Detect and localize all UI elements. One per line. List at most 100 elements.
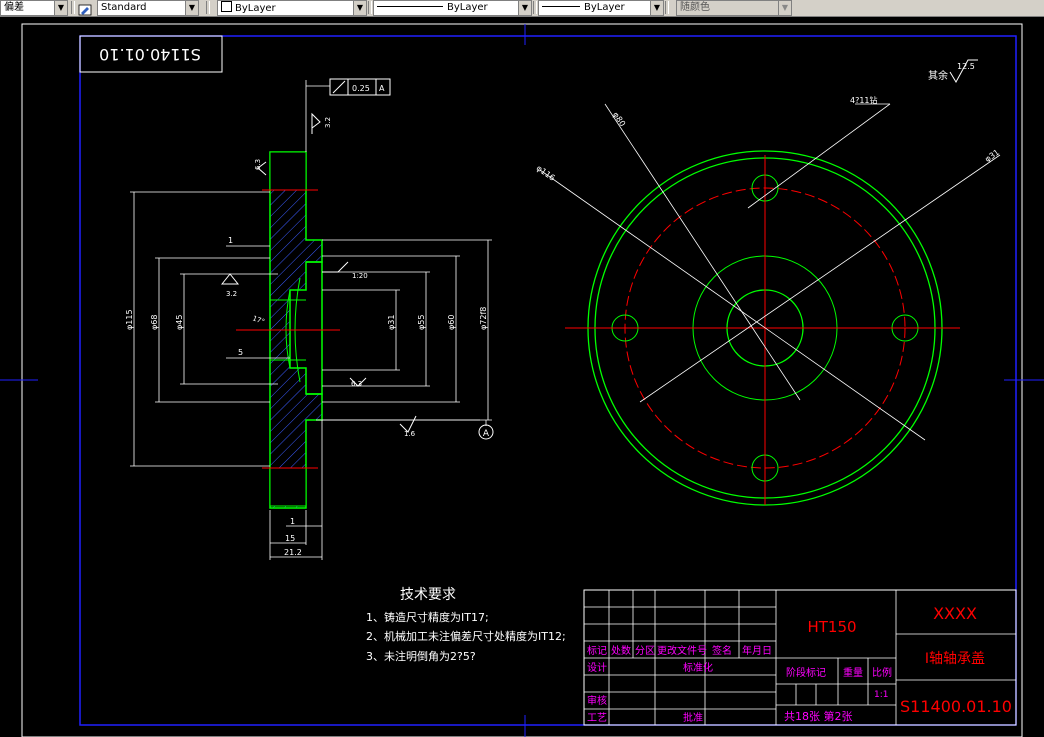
datum-circle [478, 424, 494, 440]
dim-d115: φ115 [125, 309, 134, 330]
front-view[interactable]: φ80 φ116 4?11钻 φ31 [535, 95, 1002, 506]
header-sign: 签名 [712, 644, 732, 657]
tech-req-item: 1、铸造尺寸精度为IT17; [366, 610, 489, 624]
dim-5: 5 [238, 348, 243, 357]
dim-d72: φ72f8 [479, 307, 488, 330]
bolt-hole-top [269, 151, 307, 191]
drawing-no-label: S11400.01.10 [900, 697, 1012, 716]
roughness-rest-value: 12.5 [957, 62, 975, 71]
scale-label: 比例 [872, 666, 892, 679]
dim-1-top: 1 [228, 236, 233, 245]
process-label: 工艺 [587, 712, 607, 724]
approve-label: 批准 [683, 711, 703, 724]
header-change-doc: 更改文件号 [657, 644, 707, 657]
dim-d60: φ60 [447, 315, 456, 330]
header-zone: 分区 [635, 645, 655, 657]
properties-toolbar: 偏差 ▼ Standard ▼ ByLayer ▼ ByLayer ▼ ByLayer ▼… [0, 0, 1044, 17]
part-name-label: I轴轴承盖 [925, 651, 985, 667]
color-value: ByLayer [235, 3, 276, 14]
linetype-preview [377, 6, 443, 7]
lineweight-value: ByLayer [584, 2, 625, 13]
text-style-value: Standard [101, 2, 147, 13]
dim-21: 21.2 [284, 548, 302, 557]
roughness-inner-value: 6.3 [351, 380, 362, 388]
drawing-frame [79, 35, 1017, 726]
section-view[interactable]: 0.25 A A 3.2 6.3 3.2 6.3 1.6 φ115 φ68 φ4… [125, 78, 494, 560]
dim-holes: 4?11钻 [850, 95, 878, 105]
tech-req-item: 3、未注明倒角为2?5? [366, 649, 476, 663]
dim-taper: 1:20 [352, 272, 368, 280]
toolbar-divider [71, 1, 75, 14]
dim-d31: φ31 [387, 315, 396, 330]
roughness-top-value: 3.2 [324, 117, 332, 128]
material-label: HT150 [807, 618, 856, 636]
tech-req-item: 2、机械加工未注偏差尺寸处精度为IT12; [366, 629, 566, 643]
dim-angle: 17° [251, 314, 265, 326]
text-style-icon[interactable] [78, 1, 92, 16]
dim-d45: φ45 [175, 315, 184, 330]
chevron-down-icon[interactable]: ▼ [650, 1, 663, 15]
toolbar-divider [665, 1, 669, 14]
tolerance-datum: A [379, 84, 385, 93]
dim-15: 15 [285, 534, 295, 543]
chevron-down-icon[interactable]: ▼ [518, 1, 531, 15]
plot-style-combo[interactable]: 随颜色 ▼ [676, 0, 792, 16]
technical-requirements: 技术要求 1、铸造尺寸精度为IT17; 2、机械加工未注偏差尺寸处精度为IT12… [366, 587, 566, 663]
lineweight-combo[interactable]: ByLayer ▼ [538, 0, 664, 16]
chevron-down-icon[interactable]: ▼ [54, 1, 67, 15]
dim-d55: φ55 [417, 315, 426, 330]
color-swatch-icon [221, 1, 232, 12]
header-count: 处数 [611, 644, 631, 657]
roughness-symbol-icon [349, 377, 367, 387]
roughness-bottom-value: 1.6 [404, 430, 416, 438]
standard-label: 标准化 [683, 661, 713, 674]
roughness-symbol-icon [949, 59, 978, 84]
datum-label: A [483, 429, 490, 439]
linetype-value: ByLayer [447, 2, 488, 13]
roughness-rest-label: 其余 [928, 69, 948, 82]
design-label: 设计 [587, 661, 607, 674]
title-flag-box [79, 35, 223, 73]
dim-d31-front: φ31 [983, 148, 1001, 164]
tolerance-value: 0.25 [352, 84, 370, 93]
tech-req-title: 技术要求 [400, 587, 456, 603]
dim-d116: φ116 [535, 164, 557, 183]
header-date: 年月日 [742, 644, 772, 657]
chevron-down-icon[interactable]: ▼ [778, 1, 791, 15]
weight-label: 重量 [843, 666, 863, 679]
scale-value: 1:1 [874, 690, 888, 700]
company-label: XXXX [933, 604, 977, 623]
tolerance-combo[interactable]: 偏差 ▼ [0, 0, 68, 16]
roughness-symbol-icon [311, 112, 321, 134]
dim-1-bottom: 1 [290, 517, 295, 526]
toolbar-divider [533, 1, 537, 14]
roughness-symbol-icon [399, 415, 417, 433]
stage-label: 阶段标记 [786, 666, 826, 679]
linetype-combo[interactable]: ByLayer ▼ [373, 0, 532, 16]
toolbar-divider [368, 1, 372, 14]
tolerance-frame [329, 78, 391, 96]
toolbar-divider [206, 1, 210, 14]
cad-drawing-canvas[interactable]: S1140.01.10 其余 12.5 [0, 17, 1044, 737]
plot-style-value: 随颜色 [680, 2, 710, 13]
roughness-symbol-icon [257, 161, 267, 176]
chevron-down-icon[interactable]: ▼ [185, 1, 198, 15]
runout-arrow-icon [332, 80, 346, 94]
text-style-combo[interactable]: Standard ▼ [97, 0, 199, 16]
chevron-down-icon[interactable]: ▼ [353, 1, 366, 15]
roughness-symbol-icon [220, 273, 240, 285]
lineweight-preview [542, 6, 580, 7]
title-flag-text: S1140.01.10 [99, 45, 201, 64]
tolerance-value: 偏差 [4, 2, 24, 13]
roughness-bore-value: 3.2 [226, 290, 237, 298]
roughness-face-value: 6.3 [254, 159, 262, 170]
dim-d68: φ68 [150, 315, 159, 330]
bore-outline [306, 261, 323, 395]
title-block[interactable]: HT150 XXXX I轴轴承盖 S11400.01.10 标记 处数 分区 更… [583, 589, 1017, 726]
review-label: 审核 [587, 694, 607, 707]
groove-arc [285, 289, 291, 369]
dim-d80: φ80 [611, 110, 627, 128]
header-mark: 标记 [587, 645, 607, 657]
layer-color-combo[interactable]: ByLayer ▼ [217, 0, 367, 16]
bolt-hole-bottom [269, 467, 307, 507]
